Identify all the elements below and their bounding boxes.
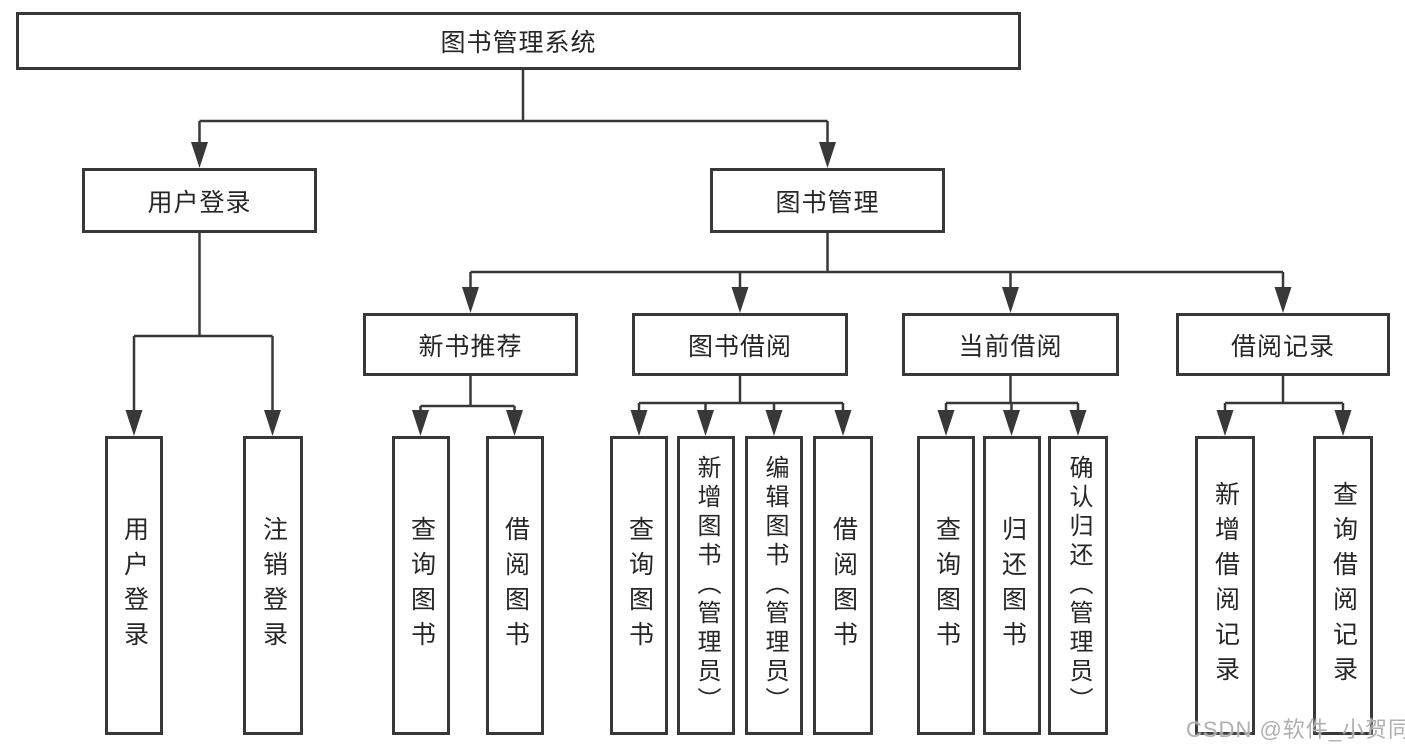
leaf-borrow-books-recommend-label: 借阅图书 bbox=[501, 515, 530, 656]
leaf-query-books-current-label: 查询图书 bbox=[932, 515, 961, 656]
leaf-borrow-books-borrowing: 借阅图书 bbox=[813, 436, 873, 735]
leaf-add-borrow-record: 新增借阅记录 bbox=[1195, 436, 1255, 735]
leaf-add-books-admin: 新增图书（管理员） bbox=[677, 436, 735, 735]
leaf-edit-books-admin-label: 编辑图书（管理员） bbox=[761, 455, 788, 716]
leaf-return-books-label: 归还图书 bbox=[998, 515, 1027, 656]
leaf-user-login-label: 用户登录 bbox=[120, 515, 149, 656]
leaf-logout-login: 注销登录 bbox=[243, 436, 303, 735]
node-root-label: 图书管理系统 bbox=[440, 29, 597, 57]
leaf-add-books-admin-label: 新增图书（管理员） bbox=[693, 455, 720, 716]
node-book-management: 图书管理 bbox=[710, 168, 945, 233]
node-user-login: 用户登录 bbox=[82, 168, 317, 233]
leaf-confirm-return-admin: 确认归还（管理员） bbox=[1048, 436, 1108, 735]
leaf-user-login: 用户登录 bbox=[105, 436, 163, 735]
leaf-query-books-borrowing: 查询图书 bbox=[610, 436, 668, 735]
leaf-query-borrow-record: 查询借阅记录 bbox=[1313, 436, 1373, 735]
node-new-book-recommendation-label: 新书推荐 bbox=[418, 332, 523, 361]
leaf-query-books-recommend-label: 查询图书 bbox=[407, 515, 436, 656]
leaf-edit-books-admin: 编辑图书（管理员） bbox=[745, 436, 803, 735]
node-root: 图书管理系统 bbox=[16, 12, 1021, 70]
node-current-borrowing-label: 当前借阅 bbox=[958, 332, 1063, 361]
node-new-book-recommendation: 新书推荐 bbox=[363, 313, 578, 376]
watermark: CSDN @软件_小贺同学 bbox=[1186, 717, 1405, 742]
leaf-query-books-recommend: 查询图书 bbox=[392, 436, 450, 735]
leaf-confirm-return-admin-label: 确认归还（管理员） bbox=[1065, 455, 1092, 716]
node-book-borrowing-label: 图书借阅 bbox=[687, 332, 792, 361]
leaf-return-books: 归还图书 bbox=[983, 436, 1041, 735]
node-borrowing-records-label: 借阅记录 bbox=[1230, 332, 1335, 361]
leaf-query-borrow-record-label: 查询借阅记录 bbox=[1329, 480, 1358, 691]
leaf-logout-login-label: 注销登录 bbox=[259, 515, 288, 656]
leaf-borrow-books-borrowing-label: 借阅图书 bbox=[829, 515, 858, 656]
node-user-login-label: 用户登录 bbox=[147, 188, 252, 217]
leaf-borrow-books-recommend: 借阅图书 bbox=[486, 436, 544, 735]
leaf-query-books-borrowing-label: 查询图书 bbox=[625, 515, 654, 656]
leaf-query-books-current: 查询图书 bbox=[917, 436, 975, 735]
node-book-borrowing: 图书借阅 bbox=[632, 313, 848, 376]
leaf-add-borrow-record-label: 新增借阅记录 bbox=[1211, 480, 1240, 691]
node-book-management-label: 图书管理 bbox=[775, 188, 880, 217]
node-borrowing-records: 借阅记录 bbox=[1176, 313, 1390, 376]
node-current-borrowing: 当前借阅 bbox=[902, 313, 1119, 376]
